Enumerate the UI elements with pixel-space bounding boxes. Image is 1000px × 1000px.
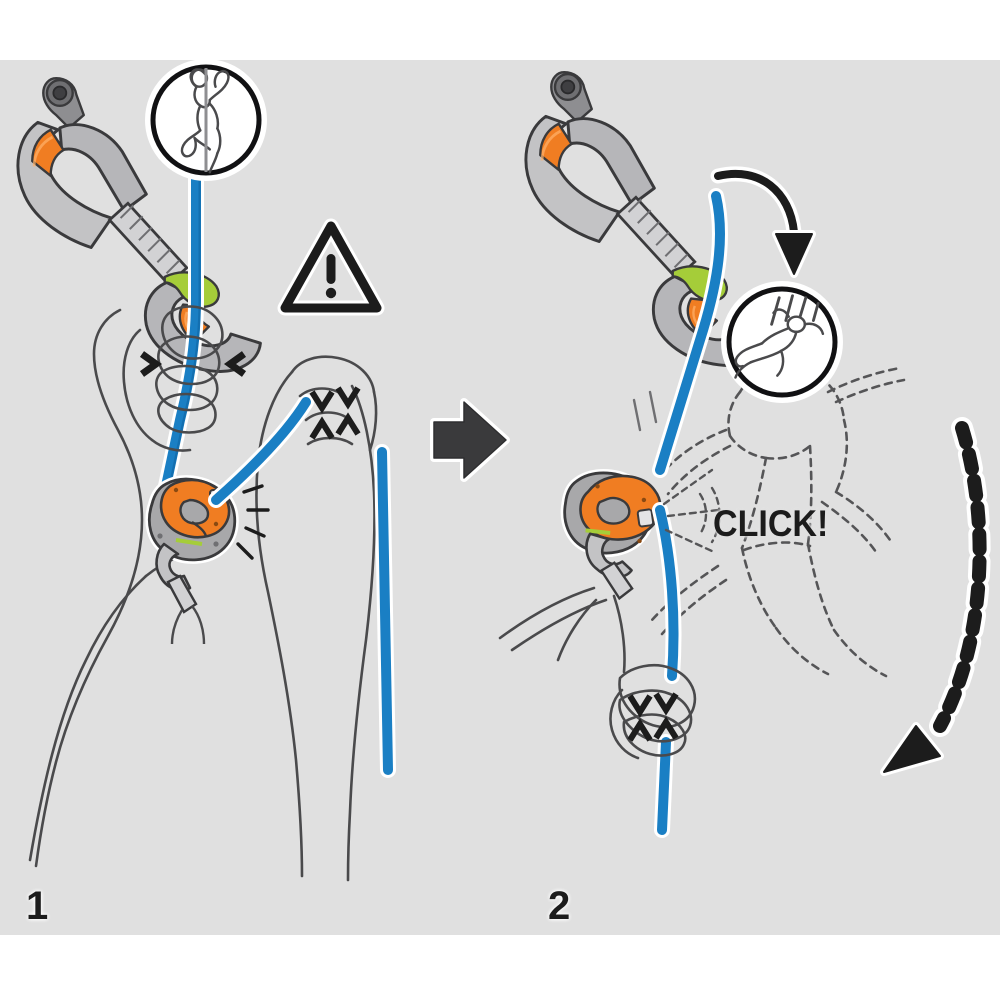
dashed-fall-arrow [880, 417, 991, 776]
panel-one-number: 1 [26, 884, 48, 928]
rotate-arrow-panel-two [710, 166, 816, 278]
click-callout-label: CLICK! [713, 503, 829, 544]
grip-chevrons [139, 351, 247, 377]
belayer-arm-outline [28, 308, 376, 882]
braking-hand-panel-two [609, 664, 697, 760]
climber-falling-inset [721, 281, 843, 403]
braking-hand-left [122, 305, 224, 452]
impact-chevrons-panel-one [309, 386, 361, 440]
harness-outline-panel-two [498, 586, 626, 674]
click-sound-rays [662, 468, 721, 554]
belay-device-panel-two [560, 468, 662, 601]
panel-two-number: 2 [548, 884, 570, 928]
impact-chevrons-panel-two [627, 692, 679, 742]
rope-blue-panel-two-brake [652, 502, 682, 838]
rope-blue-panel-two [652, 188, 728, 478]
rope-motion-ticks [632, 390, 658, 432]
panel-two [498, 70, 991, 838]
panel-one [16, 59, 396, 882]
ghost-belayer-outline [650, 365, 906, 678]
climber-ascending-inset [145, 59, 267, 181]
rope-blue-panel-one-tail [208, 394, 314, 508]
rope-free-strand-panel-one [374, 444, 396, 778]
